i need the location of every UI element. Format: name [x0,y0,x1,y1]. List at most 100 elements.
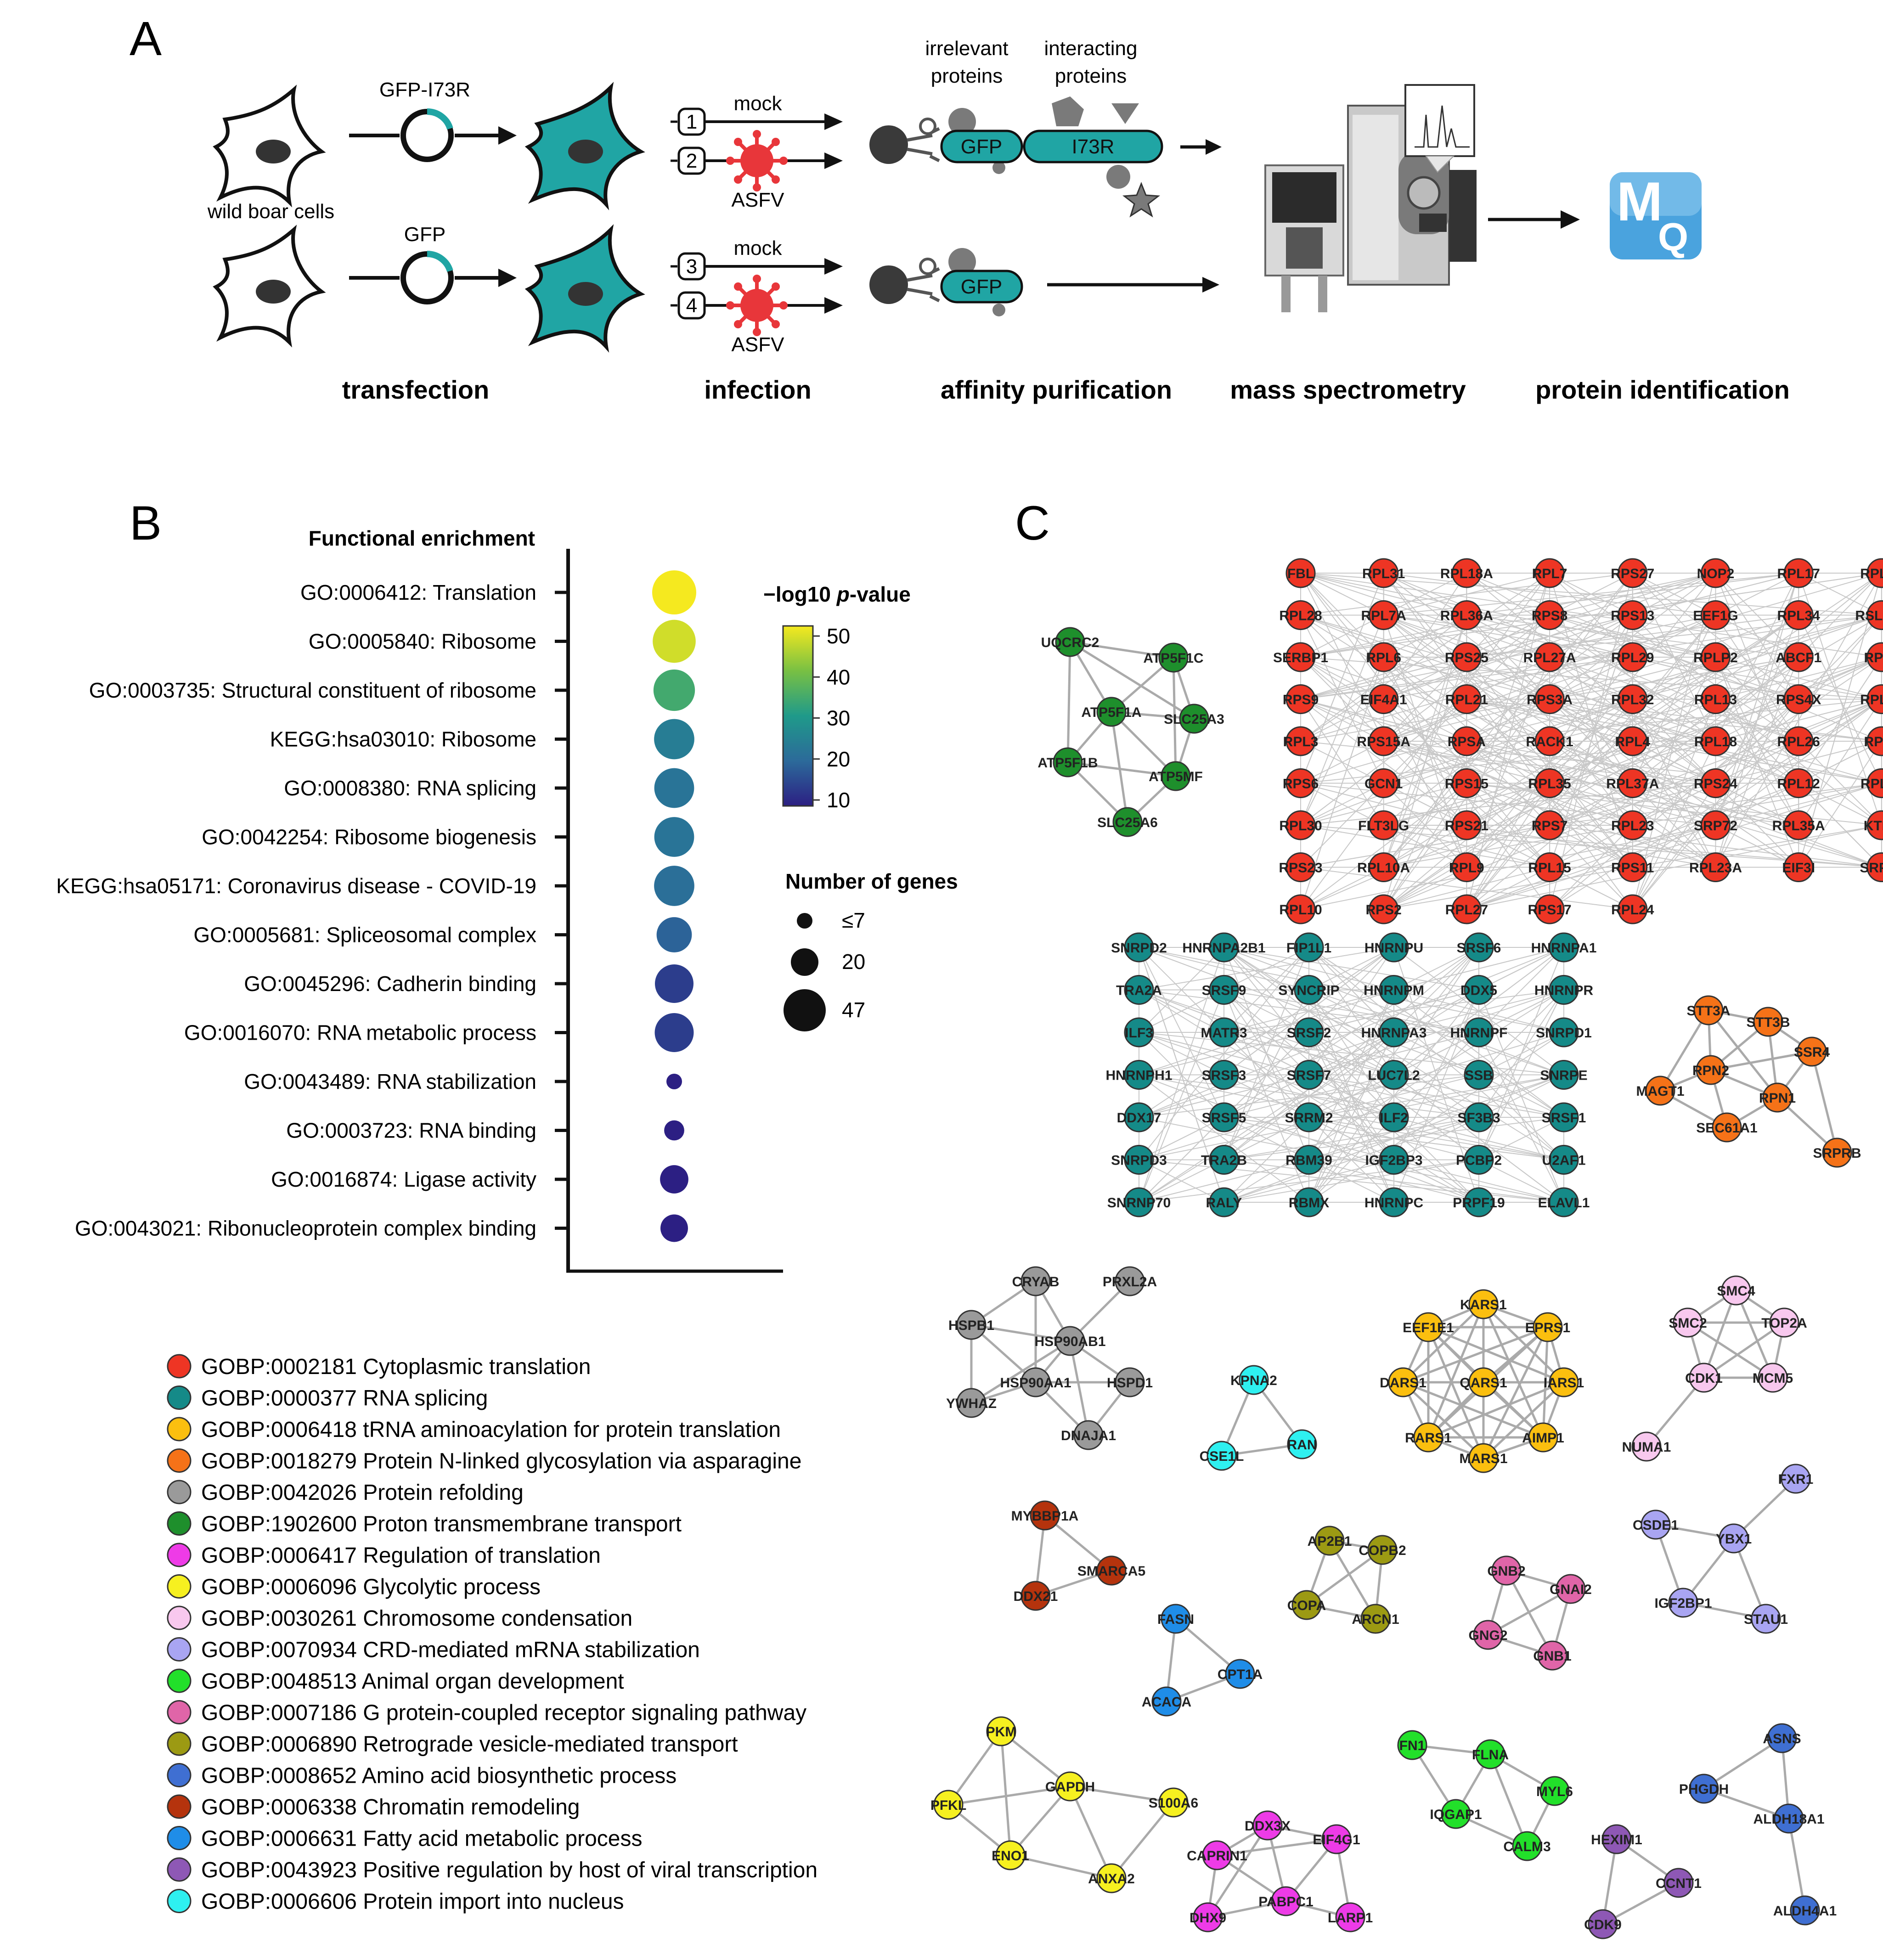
network-edge [1223,947,1479,1160]
network-node [1533,1312,1563,1342]
node-label: HNRNPH1 [1105,1068,1172,1083]
network-node [1124,932,1154,963]
network-node [1294,975,1324,1005]
network-edge [1703,1321,1785,1379]
network-node [1783,642,1814,672]
network-edge [1217,1838,1337,1857]
colorbar-tick-label: 30 [827,706,850,730]
network-node [1534,894,1565,924]
network-node [1096,1863,1127,1893]
node-label: SRSF3 [1202,1068,1246,1083]
node-label: PCBP2 [1456,1153,1502,1168]
legend-swatch [167,1386,192,1410]
network-edge [1710,1050,1812,1071]
network-node [1367,1535,1398,1565]
network-node [1252,1810,1283,1841]
legend-label: GOBP:0006890 Retrograde vesicle-mediated… [201,1732,738,1757]
network-edge [1466,573,1882,742]
network-node [1451,810,1482,840]
legend-label: GOBP:1902600 Proton transmembrane transp… [201,1512,682,1537]
node-label: SRSF7 [1287,1068,1331,1083]
network-node [1388,1367,1418,1397]
network-node [1209,1187,1239,1217]
stage-infection: infection [704,375,811,404]
network-node [1369,894,1399,924]
network-edge [1549,573,1633,910]
node-label: RPS17 [1528,902,1572,918]
network-edge [1403,1326,1548,1384]
node-label: HSP90AA1 [1000,1375,1071,1391]
network-node [1239,1365,1269,1395]
network-edge [1483,1303,1565,1383]
legend-swatch [167,1448,192,1473]
network-node [1534,810,1565,840]
network-node [933,1790,964,1820]
network-node [1451,726,1482,756]
legend-label: GOBP:0018279 Protein N-linked glycosylat… [201,1449,801,1474]
network-edge [1139,1159,1564,1203]
node-label: RPL5 [1864,734,1883,749]
condition-3-label: mock [733,237,782,259]
node-label: HNRNPA1 [1531,941,1597,956]
node-label: DDX3X [1245,1819,1291,1834]
network-node [1464,1017,1494,1048]
node-label: LUC7L2 [1368,1068,1420,1083]
network-edge [1483,1381,1565,1459]
node-label: RPS3A [1527,693,1573,708]
legend-swatch [167,1543,192,1567]
network-node [1291,1590,1322,1620]
node-label: FN1 [1399,1738,1426,1753]
node-label: MYL6 [1536,1784,1573,1799]
node-label: PRPF19 [1453,1195,1505,1211]
network-node [1124,1145,1154,1175]
network-node [1534,600,1565,630]
node-label: RPS15 [1445,777,1488,792]
plasmid-bottom-label: GFP [404,223,445,246]
network-node [1294,1187,1324,1217]
node-label: RPL30 [1279,818,1322,834]
term-label: KEGG:hsa05171: Coronavirus disease - COV… [56,874,536,898]
network-node [1549,1367,1579,1397]
network-node [1202,1840,1232,1870]
legend-swatch [167,1889,192,1913]
network-node [1294,1145,1324,1175]
network-edge [1010,1854,1112,1880]
plasmid-bottom [400,250,454,304]
node-label: U2AF1 [1542,1153,1585,1168]
node-label: GAPDH [1045,1780,1095,1795]
network-node [1866,810,1883,840]
network-edge [1300,657,1550,742]
legend-label: GOBP:0006338 Chromatin remodeling [201,1795,580,1819]
network-node [1701,810,1731,840]
condition-2-label: ASFV [732,189,785,211]
network-edge [1139,947,1564,1033]
enrichment-dot [653,620,696,663]
node-label: RPL7A [1361,608,1406,624]
network-node [1549,1060,1579,1090]
network-node [1618,726,1648,756]
interacting-proteins-line-1: interacting [1044,37,1137,60]
network-edge [1139,1117,1564,1203]
network-node [1783,726,1814,756]
network-edge [1489,1754,1528,1847]
network-edge [1687,1321,1774,1379]
size-legend-small-label: ≤7 [842,908,865,932]
network-edge [1067,761,1176,777]
node-label: EIF4A1 [1360,693,1407,708]
network-node [1451,768,1482,798]
colorbar-title: −log10 p-value [763,582,911,606]
legend-label: GOBP:0006631 Fatty acid metabolic proces… [201,1827,643,1851]
node-label: STT3B [1746,1015,1790,1030]
node-label: PHGDH [1679,1782,1729,1797]
network-node [1193,1902,1223,1932]
term-label: GO:0008380: RNA splicing [284,776,536,800]
network-node [1379,1017,1409,1048]
network-edge [1223,947,1309,1160]
network-edge [1328,1540,1377,1620]
node-label: RPS6 [1283,777,1319,792]
network-node [956,1310,987,1340]
node-label: AIMP1 [1522,1431,1564,1446]
affinity-bead-top: GFP I73R irrelevant proteins interacting… [869,37,1163,218]
network-edge [1478,947,1564,1160]
network-edge [1810,1051,1838,1153]
